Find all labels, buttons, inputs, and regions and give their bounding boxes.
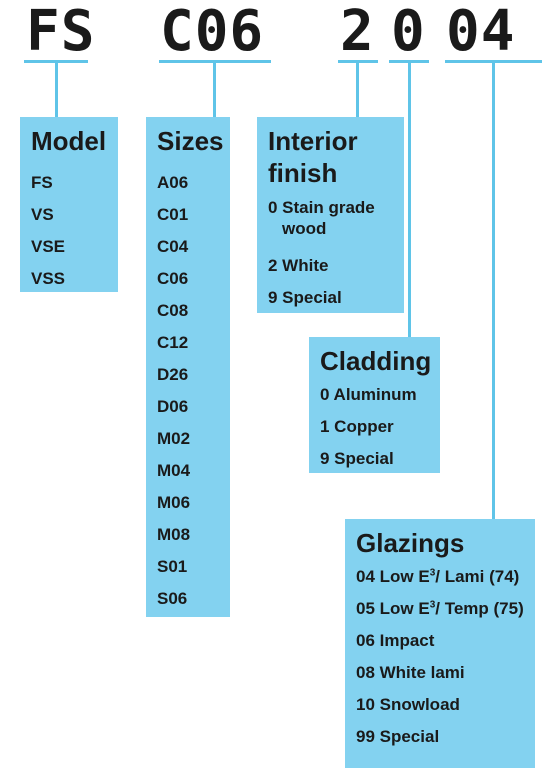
glazing-item: 99 Special <box>356 727 440 746</box>
size-item: M04 <box>157 461 191 480</box>
interior-item: 0 Stain grade wood <box>268 198 375 238</box>
interior-item: 9 Special <box>268 288 342 307</box>
size-item: C04 <box>157 237 189 256</box>
code-interior: 2 <box>340 0 375 64</box>
glazing-item: 06 Impact <box>356 631 435 650</box>
interior-finish-box: Interior finish 0 Stain grade wood 2 Whi… <box>257 117 404 313</box>
model-item: VSS <box>31 269 66 288</box>
size-item: A06 <box>157 173 189 192</box>
size-item: M02 <box>157 429 191 448</box>
size-item: C08 <box>157 301 189 320</box>
size-item: D26 <box>157 365 189 384</box>
cladding-item: 0 Aluminum <box>320 385 417 404</box>
connector-glazing <box>492 61 495 521</box>
code-cladding: 0 <box>391 0 426 64</box>
model-box: Model FS VS VSE VSS <box>20 117 118 292</box>
glazing-item: 08 White lami <box>356 663 465 682</box>
connector-size <box>213 61 216 119</box>
model-item: FS <box>31 173 53 192</box>
interior-item: 2 White <box>268 256 329 275</box>
code-size: C06 <box>160 0 265 64</box>
size-item: C12 <box>157 333 189 352</box>
model-item: VSE <box>31 237 66 256</box>
connector-cladding <box>408 61 411 339</box>
model-item: VS <box>31 205 54 224</box>
glazings-box: Glazings 04 Low E3/ Lami (74) 05 Low E3/… <box>345 519 535 768</box>
size-item: M06 <box>157 493 191 512</box>
size-item: S01 <box>157 557 188 576</box>
size-item: C06 <box>157 269 189 288</box>
glazing-item: 04 Low E3/ Lami (74) <box>356 567 520 586</box>
sizes-box: Sizes A06 C01 C04 C06 C08 C12 D26 D06 M0… <box>146 117 230 617</box>
interior-title-line2: finish <box>268 158 338 188</box>
size-item: S06 <box>157 589 188 608</box>
connector-interior <box>356 61 359 119</box>
cladding-box: Cladding 0 Aluminum 1 Copper 9 Special <box>309 337 440 473</box>
interior-finish-title: Interior finish <box>268 125 404 189</box>
glazing-item: 05 Low E3/ Temp (75) <box>356 599 524 618</box>
size-item: M08 <box>157 525 191 544</box>
size-item: D06 <box>157 397 189 416</box>
glazing-item: 10 Snowload <box>356 695 460 714</box>
cladding-title: Cladding <box>320 346 432 376</box>
size-item: C01 <box>157 205 189 224</box>
cladding-item: 1 Copper <box>320 417 394 436</box>
model-title: Model <box>31 126 107 156</box>
glazings-title: Glazings <box>356 528 465 558</box>
cladding-item: 9 Special <box>320 449 394 468</box>
code-glazing: 04 <box>446 0 516 64</box>
connector-model <box>55 61 58 119</box>
sizes-title: Sizes <box>157 126 224 156</box>
interior-title-line1: Interior <box>268 126 358 156</box>
code-model: FS <box>26 0 96 64</box>
